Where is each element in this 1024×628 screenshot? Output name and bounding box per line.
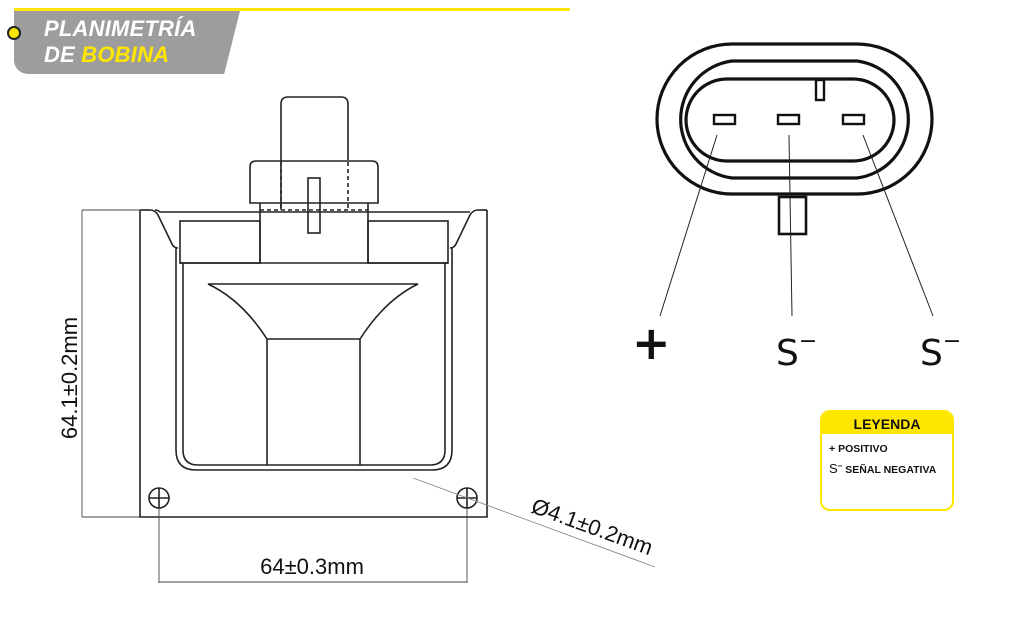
connector-face-drawing [655, 42, 934, 236]
dimension-lines [81, 209, 656, 583]
legend-box: LEYENDA + POSITIVO S− SEÑAL NEGATIVA [820, 410, 954, 511]
legend-item-negative-signal: S− SEÑAL NEGATIVA [829, 461, 937, 476]
title-line-1: PLANIMETRÍA [44, 16, 197, 41]
page-title: PLANIMETRÍA DE BOBINA [44, 16, 197, 68]
pin-signal-negative-label-1: S− [776, 329, 818, 374]
title-line-2: DE BOBINA [44, 42, 170, 67]
coil-body-drawing [139, 96, 488, 518]
legend-title: LEYENDA [822, 412, 952, 434]
height-dimension-label: 64.1±0.2mm [57, 317, 82, 439]
title-highlight: BOBINA [81, 42, 170, 67]
header-accent-line [14, 8, 570, 11]
pin-signal-negative-label-2: S− [920, 329, 962, 374]
title-tab [14, 11, 240, 74]
bullet-dot-icon [7, 26, 21, 40]
pin-leader-lines [659, 134, 934, 317]
hole-dimension-label: Ø4.1±0.2mm [528, 493, 656, 560]
legend-item-positive: + POSITIVO [829, 443, 888, 455]
width-dimension-label: 64±0.3mm [260, 554, 364, 579]
pin-positive-label: + [632, 316, 671, 370]
